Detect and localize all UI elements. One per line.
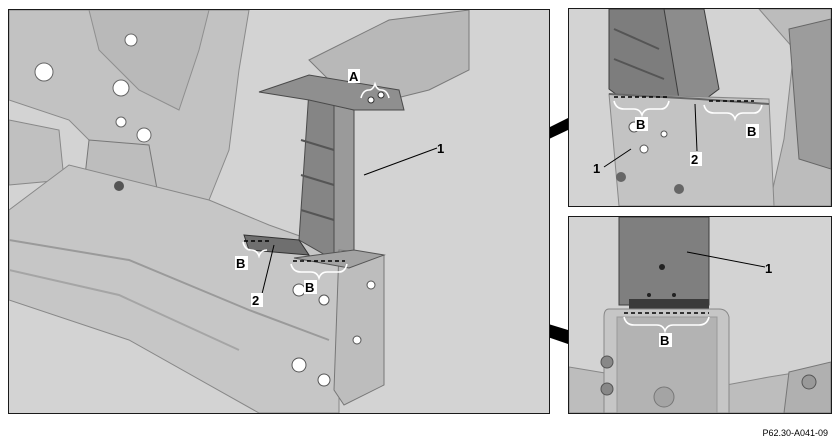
leader-line-1 <box>686 251 766 268</box>
bracket-B-right <box>290 263 348 281</box>
strut-part-1-face <box>333 104 355 261</box>
leader-line-2 <box>260 244 275 299</box>
side-rail-crease <box>9 239 330 341</box>
label-B-right: B <box>305 280 314 295</box>
label-box-B <box>659 333 672 347</box>
stud-bolt <box>674 184 684 194</box>
panel-hole <box>136 127 152 143</box>
lower-bracket-inner <box>616 316 718 413</box>
brace-part-2 <box>243 234 310 256</box>
label-2: 2 <box>252 293 259 308</box>
detail-illustration-top: B B 1 2 <box>593 9 831 206</box>
strut-hole <box>647 293 651 297</box>
panel-hole <box>34 62 54 82</box>
label-B-left: B <box>636 117 645 132</box>
bracket-A <box>360 81 390 99</box>
bracket-hole <box>318 294 330 306</box>
bracket-B-right <box>703 104 763 122</box>
strut-ribs <box>300 139 335 221</box>
main-illustration-panel: A 1 B 2 B <box>8 9 550 414</box>
label-box-2 <box>690 152 702 166</box>
stud-bolt <box>801 374 817 390</box>
bracket-hole <box>366 280 376 290</box>
panel-hole <box>124 33 138 47</box>
label-B-left: B <box>236 256 245 271</box>
label-B: B <box>660 333 669 348</box>
bracket-top-edge <box>608 93 770 105</box>
marker-A-hole <box>377 91 385 99</box>
lower-bracket <box>333 249 385 406</box>
label-box-B-left <box>235 256 248 270</box>
panel-hole <box>112 79 130 97</box>
main-illustration: A 1 B 2 B <box>9 10 470 413</box>
stud-bolt <box>114 181 124 191</box>
bracket-B-left <box>242 241 268 259</box>
detail-illustration-bottom: 1 B <box>569 217 831 413</box>
leader-line-1 <box>603 148 632 168</box>
side-rail-crease <box>9 269 240 351</box>
side-rail <box>9 164 340 413</box>
label-1: 1 <box>437 141 444 156</box>
leader-line-1 <box>363 147 438 176</box>
label-box-A <box>348 69 360 83</box>
bracket-hole <box>653 386 675 408</box>
label-box-B-left <box>635 117 648 131</box>
bracket-hole <box>660 130 668 138</box>
label-1: 1 <box>765 261 772 276</box>
right-structure-inner <box>788 18 831 170</box>
label-A: A <box>349 69 359 84</box>
strut-part-1-base <box>629 299 709 309</box>
strut-hole <box>672 293 676 297</box>
strut-ribs <box>613 28 665 80</box>
leader-line-2 <box>694 103 698 152</box>
strut-part-1 <box>618 217 710 306</box>
bracket-hole <box>291 357 307 373</box>
bracket-hole <box>639 144 649 154</box>
bracket-hole <box>352 335 362 345</box>
label-B-right: B <box>747 124 756 139</box>
lower-bracket-top <box>293 249 386 269</box>
stud-bolt <box>600 382 614 396</box>
strut-hole <box>659 264 665 270</box>
detail-panel-bottom: 1 B <box>568 216 832 414</box>
stud-bolt <box>616 172 626 182</box>
label-box-B-right <box>746 124 759 138</box>
label-box-B-right <box>304 280 317 294</box>
bracket-B-left <box>613 100 670 118</box>
label-box-2 <box>251 293 263 307</box>
stud-bolt <box>600 355 614 369</box>
marker-A-hole <box>367 96 375 104</box>
lower-bracket <box>608 93 775 206</box>
brace-part-2 <box>663 9 720 105</box>
bracket-hole <box>292 283 306 297</box>
detail-panel-top: B B 1 2 <box>568 8 832 207</box>
panel-hole <box>115 116 127 128</box>
bracket-B <box>623 316 710 334</box>
body-panel-upper <box>88 10 210 111</box>
label-2: 2 <box>691 152 698 167</box>
bracket-hole <box>317 373 331 387</box>
label-1: 1 <box>593 161 600 176</box>
document-reference: P62.30-A041-09 <box>762 428 828 438</box>
